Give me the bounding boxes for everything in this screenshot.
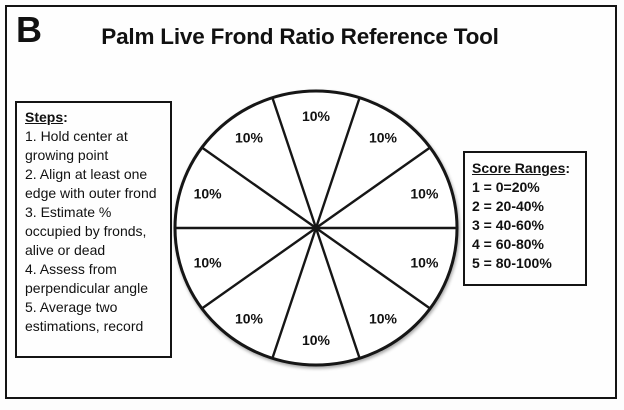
pie-divider-line — [314, 226, 432, 310]
steps-heading-colon: : — [63, 109, 68, 125]
pie-slice-label: 10% — [410, 255, 439, 271]
score-range-item-1: 1 = 0=20% — [472, 179, 540, 195]
steps-item-4: 4. Assess from perpendicular angle — [25, 261, 148, 296]
pie-slice-label: 10% — [235, 129, 264, 145]
score-range-item-4: 4 = 60-80% — [472, 236, 544, 252]
steps-heading-text: Steps — [25, 109, 64, 125]
steps-heading: Steps: — [25, 108, 162, 127]
pie-slice-label: 10% — [194, 185, 223, 201]
pie-divider-line — [314, 96, 361, 230]
score-range-item-3: 3 = 40-60% — [472, 217, 544, 233]
pie-divider-line — [271, 96, 318, 230]
pie-divider-line — [314, 226, 361, 360]
pie-slice-label: 10% — [302, 108, 331, 124]
score-ranges-box: Score Ranges: 1 = 0=20% 2 = 20-40% 3 = 4… — [463, 151, 587, 286]
score-range-item-5: 5 = 80-100% — [472, 255, 552, 271]
pie-divider-line — [200, 226, 318, 310]
steps-box: Steps: 1. Hold center at growing point 2… — [15, 101, 172, 358]
pie-slice-label: 10% — [410, 185, 439, 201]
steps-item-2: 2. Align at least one edge with outer fr… — [25, 166, 157, 201]
pie-divider-line — [200, 146, 318, 230]
pie-divider-line — [271, 226, 318, 360]
steps-item-3: 3. Estimate % occupied by fronds, alive … — [25, 204, 147, 258]
pie-slice-label: 10% — [235, 311, 264, 327]
pie-slice-label: 10% — [369, 129, 398, 145]
pie-slice-label: 10% — [194, 255, 223, 271]
pie-slice-label: 10% — [369, 311, 398, 327]
steps-item-1: 1. Hold center at growing point — [25, 128, 128, 163]
score-ranges-heading-colon: : — [565, 160, 571, 176]
pie-slice-label: 10% — [302, 332, 331, 348]
score-ranges-heading-text: Score Ranges — [472, 160, 566, 176]
panel-label: B — [16, 9, 42, 50]
steps-item-5: 5. Average two estimations, record — [25, 299, 144, 334]
score-ranges-heading: Score Ranges: — [472, 159, 578, 178]
score-range-item-2: 2 = 20-40% — [472, 198, 544, 214]
pie-divider-line — [314, 146, 432, 230]
figure-title: Palm Live Frond Ratio Reference Tool — [101, 24, 499, 49]
